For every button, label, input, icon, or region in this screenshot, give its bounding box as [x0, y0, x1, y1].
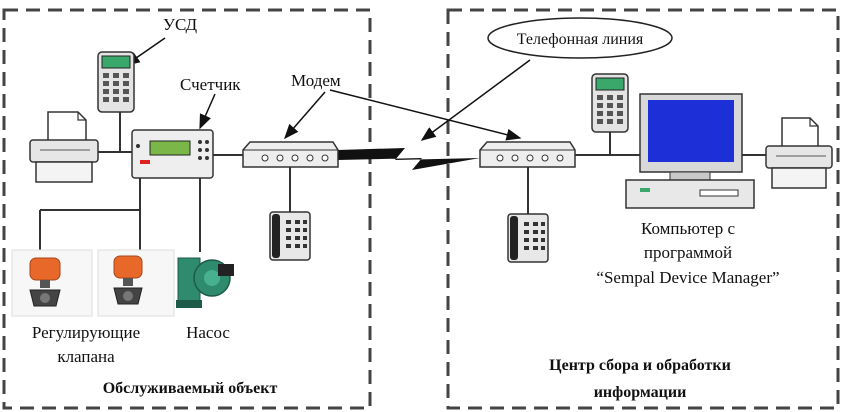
right-zone-title-line2: информации — [594, 384, 687, 401]
valves-label-line2: клапана — [57, 347, 115, 366]
right-zone-frame — [446, 8, 840, 410]
desktop-computer-icon — [625, 93, 755, 209]
telephone-icon-right — [507, 213, 549, 263]
left-zone-frame — [2, 8, 372, 410]
right-zone-title-line1: Центр сбора и обработки — [549, 357, 731, 374]
valve-actuator-icon-2 — [97, 249, 175, 317]
valve-actuator-icon-1 — [11, 249, 93, 317]
counter-label: Счетчик — [180, 75, 241, 94]
connection-lines — [39, 112, 768, 252]
telephone-icon-left — [269, 211, 311, 261]
computer-label-line3: “Sempal Device Manager” — [596, 268, 779, 287]
circulation-pump-icon — [176, 257, 234, 308]
modem-icon-left — [242, 141, 339, 168]
computer-label-line1: Компьютер с — [641, 219, 735, 238]
modem-arrow-left — [284, 91, 326, 140]
handheld-terminal-icon-left — [97, 51, 135, 113]
phone-line-ellipse — [487, 17, 673, 59]
modem-icon-right — [479, 141, 576, 168]
printer-icon-right — [765, 117, 833, 189]
modem-arrow-right — [329, 89, 522, 141]
modem-label: Модем — [291, 71, 341, 90]
meter-icon — [131, 129, 214, 179]
lightning-link-icon — [338, 148, 480, 170]
printer-icon-left — [29, 111, 99, 183]
phone-line-arrow — [420, 59, 531, 141]
pump-label: Насос — [186, 323, 230, 342]
handheld-terminal-icon-right — [591, 73, 629, 133]
left-zone-title: Обслуживаемый объект — [103, 380, 278, 397]
counter-arrow — [199, 93, 216, 130]
valves-label-line1: Регулирующие — [32, 323, 140, 342]
computer-label-line2: программой — [644, 243, 732, 262]
usd-label: УСД — [163, 15, 198, 34]
phone-line-label: Телефонная линия — [517, 31, 644, 48]
